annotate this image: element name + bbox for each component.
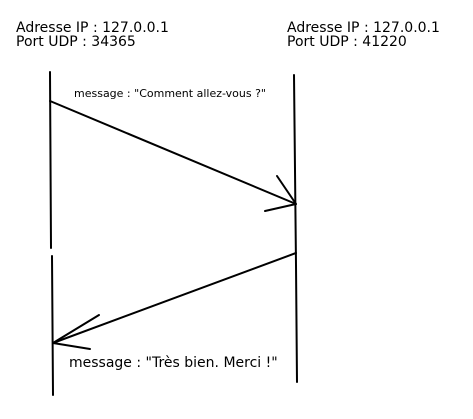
host-port-right: Port UDP : 41220 xyxy=(287,34,407,50)
message-label-1: message : "Comment allez-vous ?" xyxy=(74,87,266,100)
arrowhead-2 xyxy=(52,314,100,350)
arrowhead-1 xyxy=(264,175,297,212)
message-label-2: message : "Très bien. Merci !" xyxy=(69,355,278,371)
message-arrow-2 xyxy=(52,252,297,344)
host-ip-left: Adresse IP : 127.0.0.1 xyxy=(16,20,169,36)
message-arrow-1 xyxy=(49,100,297,205)
host-label-right: Adresse IP : 127.0.0.1 Port UDP : 41220 xyxy=(287,21,440,49)
host-ip-right: Adresse IP : 127.0.0.1 xyxy=(287,20,440,36)
host-port-left: Port UDP : 34365 xyxy=(16,34,136,50)
host-label-left: Adresse IP : 127.0.0.1 Port UDP : 34365 xyxy=(16,21,169,49)
lifeline-left xyxy=(49,71,54,396)
lifeline-right xyxy=(293,74,298,383)
